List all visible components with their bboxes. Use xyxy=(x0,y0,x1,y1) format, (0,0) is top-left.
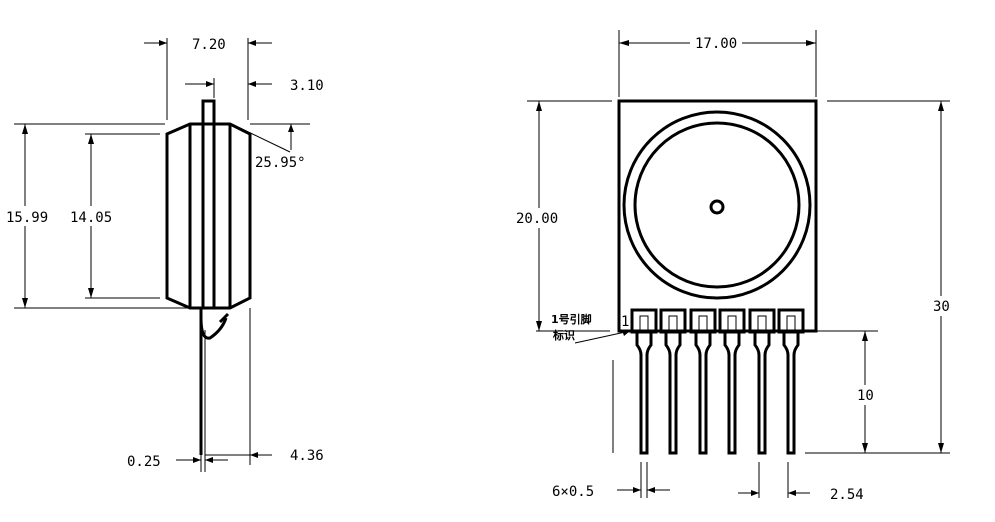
dim-20-00: 20.00 xyxy=(516,211,558,227)
dim-3-10: 3.10 xyxy=(290,78,324,94)
dim-angle: 25.95° xyxy=(255,155,306,171)
dim-2-54: 2.54 xyxy=(830,487,864,503)
side-lead-hook xyxy=(199,317,228,340)
dim-6x0-5: 6×0.5 xyxy=(552,484,594,500)
dim-0-25: 0.25 xyxy=(127,454,161,470)
pin1-number: 1 xyxy=(621,314,629,330)
dim-7-20: 7.20 xyxy=(192,37,226,53)
pin1-label-line2: 标识 xyxy=(552,328,575,342)
pin-1 xyxy=(630,308,658,455)
pin-2 xyxy=(659,308,687,455)
front-body xyxy=(617,99,818,333)
pin-3 xyxy=(689,308,717,455)
dim-17-00: 17.00 xyxy=(695,36,737,52)
pin-5 xyxy=(748,308,776,455)
side-body-outline xyxy=(165,122,252,310)
dim-14-05: 14.05 xyxy=(70,210,112,226)
dim-30: 30 xyxy=(933,299,950,315)
dim-4-36: 4.36 xyxy=(290,448,324,464)
inner-circle xyxy=(633,121,801,289)
dim-15-99: 15.99 xyxy=(6,210,48,226)
outer-circle xyxy=(622,110,812,300)
side-view: 7.20 3.10 25.95° 15.99 14.05 0.25 4 xyxy=(4,37,324,472)
pin-4 xyxy=(718,308,746,455)
dim-10: 10 xyxy=(857,388,874,404)
pin-6 xyxy=(777,308,805,455)
pin1-label-line1: 1号引脚 xyxy=(551,312,592,326)
side-center-post xyxy=(201,99,216,310)
front-view: 1 1号引脚 标识 17.00 20.00 30 xyxy=(514,30,954,503)
center-hole xyxy=(709,199,725,215)
